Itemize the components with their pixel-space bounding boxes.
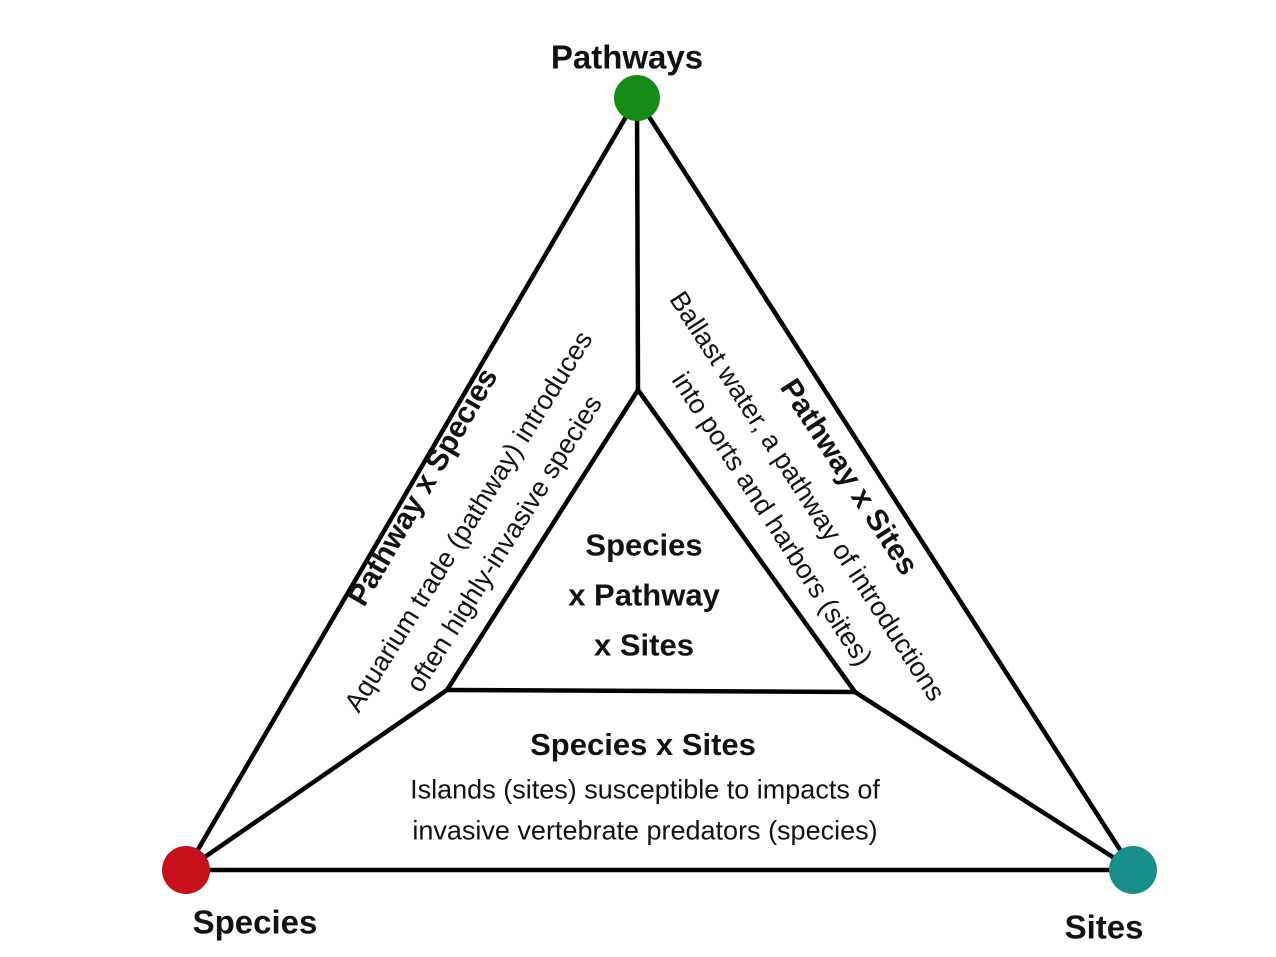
species-node-dot — [162, 846, 210, 894]
stem-line-pathways-inner — [634, 97, 641, 391]
pathways-node-dot — [614, 75, 660, 121]
connector-line-inner-sites — [853, 690, 1135, 872]
species-sites-edge-title: Species x Sites — [530, 726, 756, 762]
edge-line-pathways-species — [184, 96, 639, 872]
inner-triangle-left-line — [445, 388, 640, 692]
center-interaction-label: Species x Pathway x Sites — [568, 527, 720, 664]
edge-line-pathways-sites — [635, 96, 1135, 872]
species-vertex-label: Species — [192, 903, 318, 941]
species-sites-edge-description: Islands (sites) susceptible to impacts o… — [410, 774, 880, 846]
inner-triangle-right-line — [636, 388, 857, 694]
connector-line-inner-species — [184, 688, 449, 872]
sites-vertex-label: Sites — [1064, 908, 1144, 946]
pathways-vertex-label: Pathways — [550, 38, 704, 76]
inner-triangle-bottom-line — [446, 687, 856, 695]
sites-node-dot — [1109, 846, 1157, 894]
